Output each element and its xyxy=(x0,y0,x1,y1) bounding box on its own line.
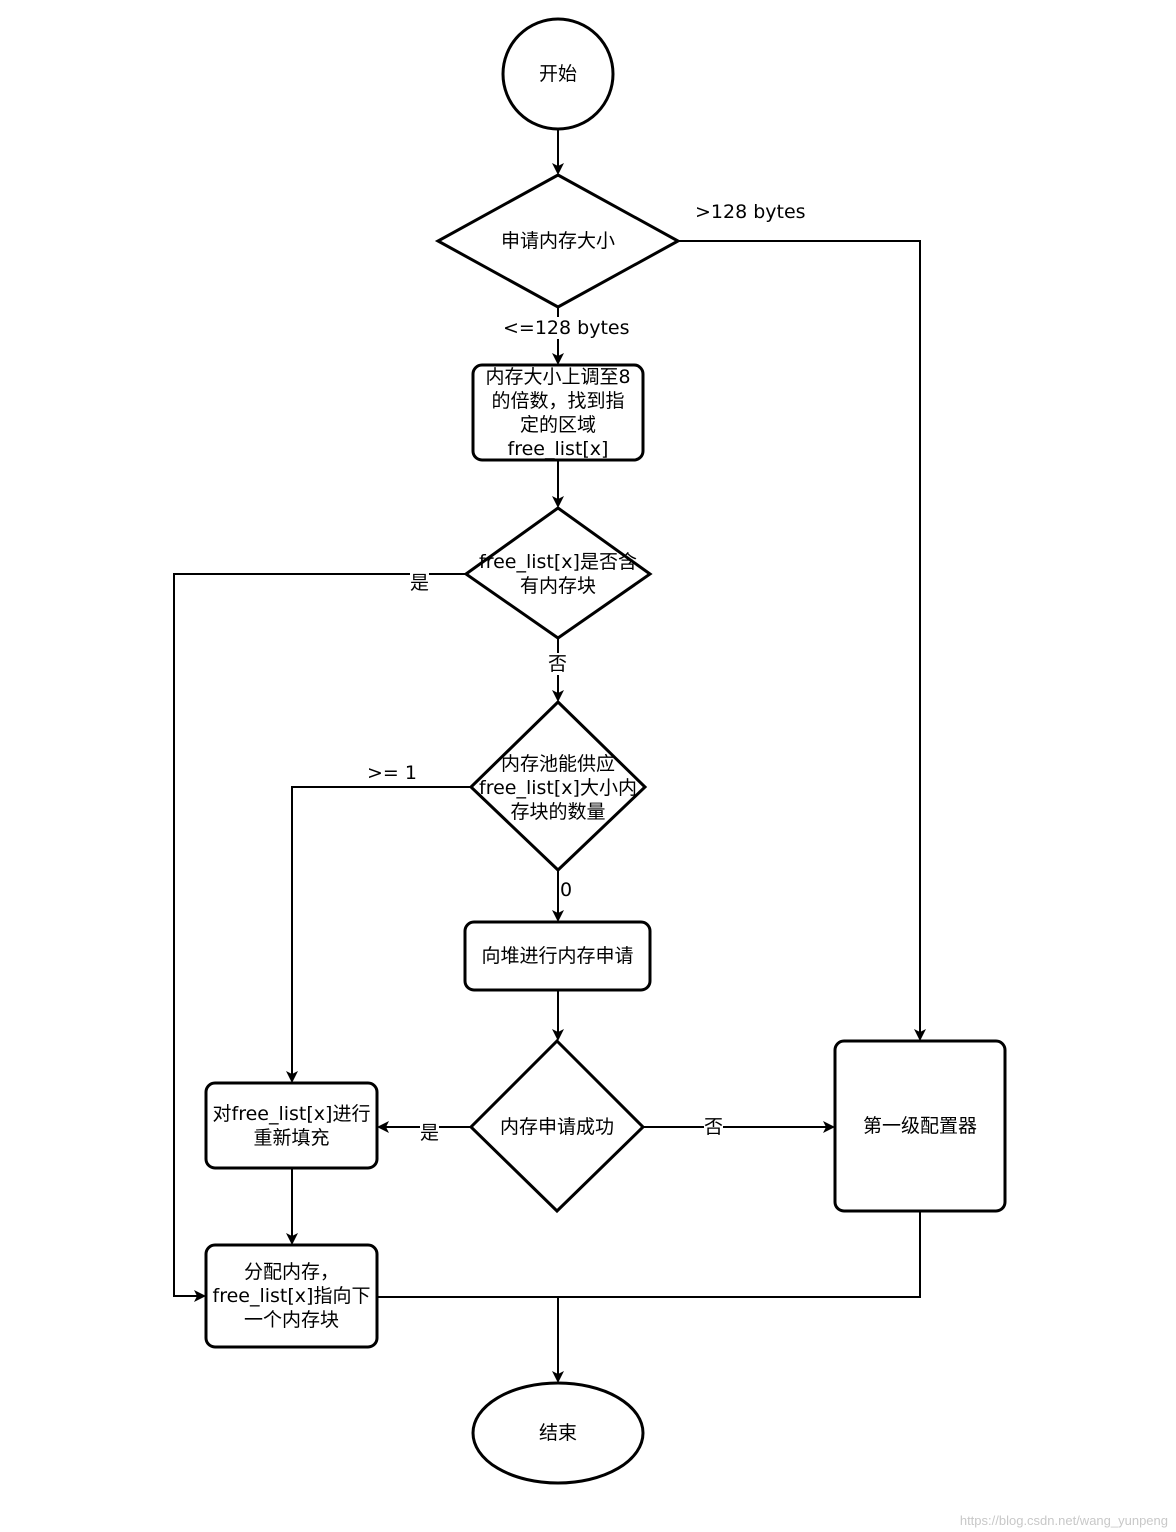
first-level-label: 第一级配置器 xyxy=(862,1115,977,1137)
has-block-node: free_list[x]是否含 有内存块 xyxy=(466,545,650,603)
round-up-label: 内存大小上调至8 的倍数，找到指 定的区域 free_list[x] xyxy=(485,365,631,460)
edge-check-to-firstlevel xyxy=(678,240,926,1041)
edge-label-ok-no: 否 xyxy=(704,1116,724,1138)
edge-label-has-yes: 是 xyxy=(410,572,430,594)
edge-label-zero: 0 xyxy=(560,879,573,901)
refill-label: 对free_list[x]进行 重新填充 xyxy=(212,1102,371,1149)
request-ok-node: 内存申请成功 xyxy=(481,1107,633,1147)
start-label: 开始 xyxy=(538,63,577,85)
pool-supply-label: 内存池能供应 free_list[x]大小内 存块的数量 xyxy=(479,753,637,823)
check-size-node: 申请内存大小 xyxy=(470,221,646,261)
round-up-node: 内存大小上调至8 的倍数，找到指 定的区域 free_list[x] xyxy=(473,365,643,460)
request-ok-shape xyxy=(468,1038,646,1214)
edge-label-ok-yes: 是 xyxy=(420,1122,440,1144)
allocate-node: 分配内存， free_list[x]指向下 一个内存块 xyxy=(206,1245,377,1347)
has-block-label: free_list[x]是否含 有内存块 xyxy=(479,551,637,597)
first-level-node: 第一级配置器 xyxy=(835,1041,1005,1211)
heap-request-label: 向堆进行内存申请 xyxy=(481,945,634,967)
edge-hasblock-to-allocate xyxy=(173,573,466,1302)
heap-request-node: 向堆进行内存申请 xyxy=(465,922,650,990)
allocate-label: 分配内存， free_list[x]指向下 一个内存块 xyxy=(212,1261,371,1331)
edge-label-gt128: >128 bytes xyxy=(695,201,806,223)
end-shape xyxy=(471,1381,645,1485)
refill-node: 对free_list[x]进行 重新填充 xyxy=(206,1083,377,1168)
watermark: https://blog.csdn.net/wang_yunpeng xyxy=(959,1513,1168,1528)
edge-firstlevel-join xyxy=(558,1211,921,1298)
edge-label-ge1: >= 1 xyxy=(367,762,417,784)
request-ok-label: 内存申请成功 xyxy=(499,1116,614,1138)
check-size-label: 申请内存大小 xyxy=(500,230,615,252)
pool-supply-node: 内存池能供应 free_list[x]大小内 存块的数量 xyxy=(471,748,645,828)
end-label: 结束 xyxy=(538,1422,577,1444)
edge-label-has-no: 否 xyxy=(548,653,568,675)
edge-pool-to-refill xyxy=(286,786,471,1083)
end-node: 结束 xyxy=(480,1413,636,1453)
start-node: 开始 xyxy=(503,49,613,99)
edge-label-le128: <=128 bytes xyxy=(503,317,630,339)
